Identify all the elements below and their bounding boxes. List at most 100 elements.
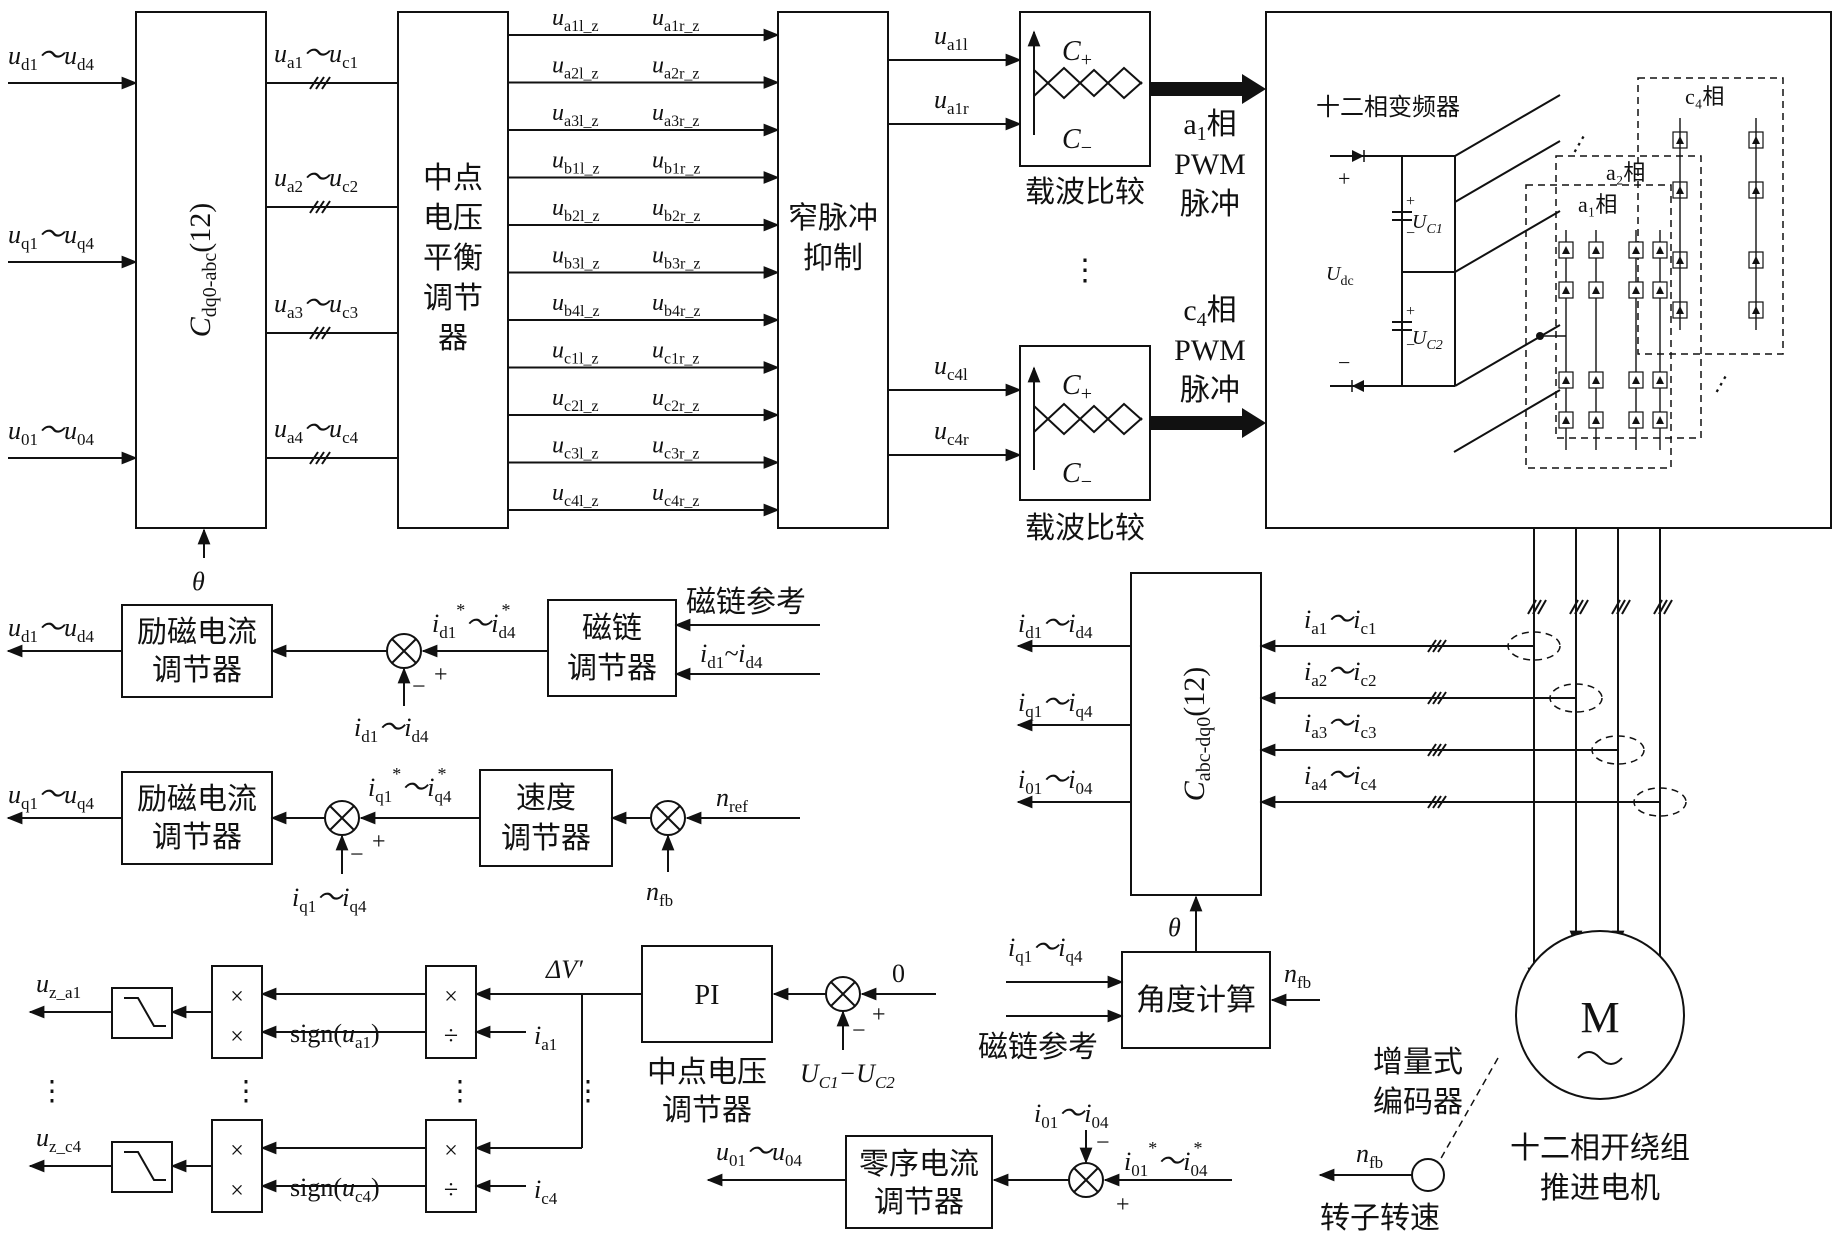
svg-text:+: + <box>1338 166 1350 191</box>
svg-text:ud1～ud4: ud1～ud4 <box>8 41 95 74</box>
svg-text:ia2～ic2: ia2～ic2 <box>1304 657 1377 690</box>
svg-text:id1~id4: id1~id4 <box>700 639 763 672</box>
svg-text:调节器: 调节器 <box>874 1185 964 1220</box>
svg-text:−: − <box>350 842 364 868</box>
igbt-diode <box>1592 286 1600 294</box>
svg-text:速度: 速度 <box>516 781 576 816</box>
z-signal-label-right: ua2r_z <box>652 53 700 83</box>
svg-text:a1相: a1相 <box>1183 107 1236 145</box>
svg-text:抑制: 抑制 <box>803 241 863 276</box>
signal-ua1-uc1: ua1～uc1 <box>266 39 398 90</box>
igbt-diode <box>1656 246 1664 254</box>
dq0-current-outputs: id1～id4 iq1～iq4 i01～i04 <box>1016 609 1131 809</box>
z-signal-label-right: ua1r_z <box>652 5 700 35</box>
svg-text:a₁相: a₁相 <box>1578 192 1617 217</box>
svg-text:C+: C+ <box>1062 36 1092 71</box>
svg-text:脉冲: 脉冲 <box>1180 373 1240 408</box>
svg-text:θ: θ <box>192 567 205 596</box>
svg-text:推进电机: 推进电机 <box>1540 1171 1660 1206</box>
svg-text:M: M <box>1580 993 1619 1042</box>
z-signal-label-left: uc4l_z <box>552 480 599 510</box>
svg-text:id1～id4: id1～id4 <box>1018 609 1093 642</box>
signal-ua4-uc4: ua4～uc4 <box>266 414 398 465</box>
svg-text:角度计算: 角度计算 <box>1136 983 1256 1018</box>
svg-text:零序电流: 零序电流 <box>859 1147 979 1182</box>
svg-text:uc4r: uc4r <box>934 416 969 449</box>
svg-text:×: × <box>230 984 244 1010</box>
igbt-diode <box>1562 416 1570 424</box>
svg-text:调节器: 调节器 <box>567 651 657 686</box>
svg-text:十二相变频器: 十二相变频器 <box>1316 93 1460 121</box>
svg-text:调节: 调节 <box>423 281 483 316</box>
z-signal-label-left: ub3l_z <box>552 243 600 273</box>
svg-text:十二相开绕组: 十二相开绕组 <box>1510 1131 1690 1166</box>
svg-text:−: − <box>1338 350 1350 375</box>
svg-text:ia1～ic1: ia1～ic1 <box>1304 605 1377 638</box>
z-signal-label-left: ub1l_z <box>552 148 600 178</box>
svg-text:uz_c4: uz_c4 <box>36 1123 82 1156</box>
svg-text:C−: C− <box>1062 458 1092 493</box>
svg-text:中点电压: 中点电压 <box>647 1055 767 1090</box>
svg-text:ua2～uc2: ua2～uc2 <box>274 163 358 196</box>
dots-mid: ⋮ <box>232 1076 260 1107</box>
svg-text:器: 器 <box>438 321 468 356</box>
theta-input-cdq0: θ <box>192 528 211 596</box>
svg-text:nfb: nfb <box>1356 1139 1383 1172</box>
carrier-compare-label-1: 载波比较 <box>1025 175 1145 210</box>
speed-reg-block: 速度 调节器 nref nfb <box>479 769 800 910</box>
pwm-arrow-c4: c4相 PWM 脉冲 <box>1150 293 1266 438</box>
svg-text:励磁电流: 励磁电流 <box>137 782 257 817</box>
igbt-diode <box>1592 376 1600 384</box>
excitation-reg-q: 励磁电流 调节器 uq1～uq4 <box>6 771 273 865</box>
svg-text:磁链: 磁链 <box>582 611 642 646</box>
svg-text:+: + <box>1116 1192 1130 1218</box>
svg-text:电压: 电压 <box>423 201 483 236</box>
z-signal-label-left: ua2l_z <box>552 53 599 83</box>
dots-left: ⋮ <box>38 1076 66 1107</box>
signal-uc4l: uc4l <box>888 351 1022 397</box>
svg-text:×: × <box>230 1178 244 1204</box>
svg-text:ic4: ic4 <box>534 1175 558 1208</box>
z-signal-label-left: uc2l_z <box>552 385 599 415</box>
svg-text:脉冲: 脉冲 <box>1180 187 1240 222</box>
current-feedback-lines: ia1～ic1 ia2～ic2 ia3～ic3 ia4～ic4 <box>1259 605 1660 809</box>
svg-text:+: + <box>1406 303 1415 320</box>
svg-text:磁链参考: 磁链参考 <box>978 1030 1098 1065</box>
svg-text:转子转速: 转子转速 <box>1320 1201 1440 1236</box>
svg-text:a₂相: a₂相 <box>1606 160 1645 185</box>
svg-text:nfb: nfb <box>646 877 673 910</box>
dots-right: ⋮ <box>446 1076 474 1107</box>
svg-text:−: − <box>1096 1130 1110 1156</box>
signal-uc4r: uc4r <box>888 416 1022 462</box>
delta-v-bus: ΔV′ ⋮ <box>474 955 642 1155</box>
svg-text:id1～id4: id1～id4 <box>354 713 429 746</box>
signal-ua3-uc3: ua3～uc3 <box>266 289 398 340</box>
signal-ua1l: ua1l <box>888 21 1022 67</box>
svg-text:iq1～iq4: iq1～iq4 <box>1008 933 1083 966</box>
svg-text:i01～i04: i01～i04 <box>1018 765 1093 798</box>
svg-text:uz_a1: uz_a1 <box>36 969 81 1002</box>
igbt-diode <box>1656 286 1664 294</box>
svg-text:PWM: PWM <box>1174 334 1246 367</box>
svg-text:PWM: PWM <box>1174 148 1246 181</box>
svg-text:+: + <box>372 829 386 855</box>
mul-div-block-a1: × ÷ ia1 sign(ua1) × × uz_a1 <box>28 965 557 1059</box>
signal-ua1r: ua1r <box>888 85 1022 131</box>
svg-text:C+: C+ <box>1062 370 1092 405</box>
svg-text:调节器: 调节器 <box>152 653 242 688</box>
svg-text:×: × <box>230 1024 244 1050</box>
z-signal-label-right: uc2r_z <box>652 385 700 415</box>
svg-text:+: + <box>872 1002 886 1028</box>
igbt-diode <box>1632 286 1640 294</box>
igbt-diode <box>1562 246 1570 254</box>
svg-text:c₄相: c₄相 <box>1685 84 1724 109</box>
z-signal-label-left: uc3l_z <box>552 433 599 463</box>
svg-text:−: − <box>1406 337 1415 354</box>
signal-uq-input: uq1～uq4 <box>8 220 138 269</box>
flux-reg-block: 磁链 调节器 磁链参考 id1~id4 <box>547 585 820 697</box>
cdq0-abc-block: Cdq0-abc(12) <box>135 11 267 529</box>
svg-text:÷: ÷ <box>444 1021 458 1050</box>
carrier-compare-label-2: 载波比较 <box>1025 511 1145 546</box>
